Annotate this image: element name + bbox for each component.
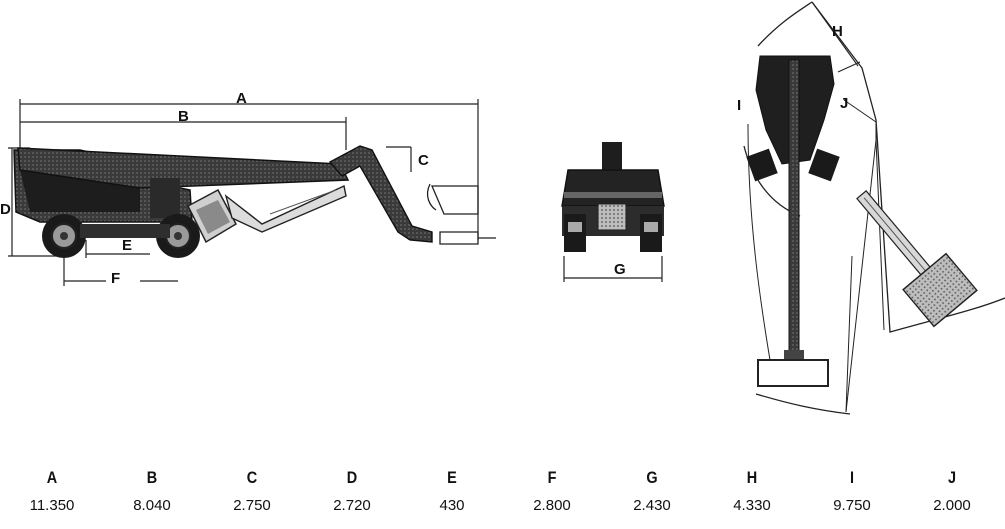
dimension-key: C	[246, 468, 258, 487]
front-wheel	[42, 214, 86, 258]
top-view: H I J	[737, 1, 1005, 415]
dimension-key: B	[146, 468, 158, 487]
rear-body-band	[564, 192, 662, 198]
dimension-key: E	[447, 468, 457, 487]
lower-arm	[224, 184, 347, 233]
dimension-value: 2.720	[333, 497, 371, 514]
dimension-h	[811, 1, 861, 73]
label-e: E	[122, 237, 132, 254]
label-b: B	[178, 108, 189, 125]
rear-right-wheel	[640, 214, 662, 252]
top-rotated-platform	[902, 252, 978, 328]
dimension-key: H	[746, 468, 758, 487]
main-boom	[17, 147, 350, 189]
side-view: A B C D	[0, 90, 496, 287]
label-d: D	[0, 201, 11, 218]
dimension-value: 4.330	[733, 497, 771, 514]
label-f: F	[111, 270, 120, 287]
dimension-b	[20, 117, 347, 150]
dimension-column: I 9.750	[802, 466, 902, 518]
dimension-table: A 11.350 B 8.040 C 2.750 D 2.720 E 430 F 2.800 G 2.43…	[0, 466, 1005, 522]
dimension-column: D 2.720	[302, 466, 402, 518]
dimension-value: 8.040	[133, 497, 171, 514]
rear-view: G	[561, 142, 665, 282]
dimension-a	[19, 99, 479, 240]
label-g: G	[614, 261, 626, 278]
rear-body	[561, 169, 665, 207]
dimension-key: G	[646, 468, 658, 487]
dimension-f	[63, 258, 178, 286]
dimension-value: 2.800	[533, 497, 571, 514]
top-platform	[757, 359, 829, 387]
dimension-g	[563, 256, 663, 282]
axle-beam	[80, 224, 170, 238]
rear-left-wheel	[564, 214, 586, 252]
platform-basket	[426, 183, 496, 245]
dimension-column: H 4.330	[702, 466, 802, 518]
dimension-e	[85, 240, 150, 258]
top-boom	[788, 59, 800, 357]
engine-box	[187, 188, 237, 244]
dimension-c	[386, 146, 412, 172]
dimension-j	[843, 99, 885, 413]
dimension-value: 430	[439, 497, 465, 514]
label-i: I	[737, 97, 741, 114]
rear-center-block	[597, 203, 627, 231]
dimension-column: B 8.040	[102, 466, 202, 518]
label-a: A	[236, 90, 247, 107]
label-c: C	[418, 152, 429, 169]
rear-left-hub	[568, 222, 582, 232]
top-right-wheel	[808, 148, 840, 182]
dimension-column: G 2.430	[602, 466, 702, 518]
dimension-key: A	[46, 468, 58, 487]
dimension-value: 9.750	[833, 497, 871, 514]
jib-arm	[328, 145, 433, 243]
dimension-column: F 2.800	[502, 466, 602, 518]
rear-right-hub	[644, 222, 658, 232]
dimension-value: 2.750	[233, 497, 271, 514]
label-h: H	[832, 23, 843, 40]
dimension-key: D	[346, 468, 358, 487]
dimension-value: 11.350	[29, 497, 75, 514]
top-boom-head	[784, 350, 804, 360]
dimension-key: J	[947, 468, 957, 487]
dimension-key: I	[849, 468, 855, 487]
top-left-wheel	[746, 148, 778, 182]
dimension-key: F	[547, 468, 557, 487]
arm-cylinder	[269, 189, 337, 215]
dimension-column: J 2.000	[902, 466, 1002, 518]
dimension-column: C 2.750	[202, 466, 302, 518]
dimension-column: E 430	[402, 466, 502, 518]
machine-drawing: A B C D	[0, 1, 1005, 415]
dimension-column: A 11.350	[2, 466, 102, 518]
turret	[150, 178, 180, 218]
dimension-value: 2.000	[933, 497, 971, 514]
dimension-value: 2.430	[633, 497, 671, 514]
label-j: J	[840, 95, 848, 112]
